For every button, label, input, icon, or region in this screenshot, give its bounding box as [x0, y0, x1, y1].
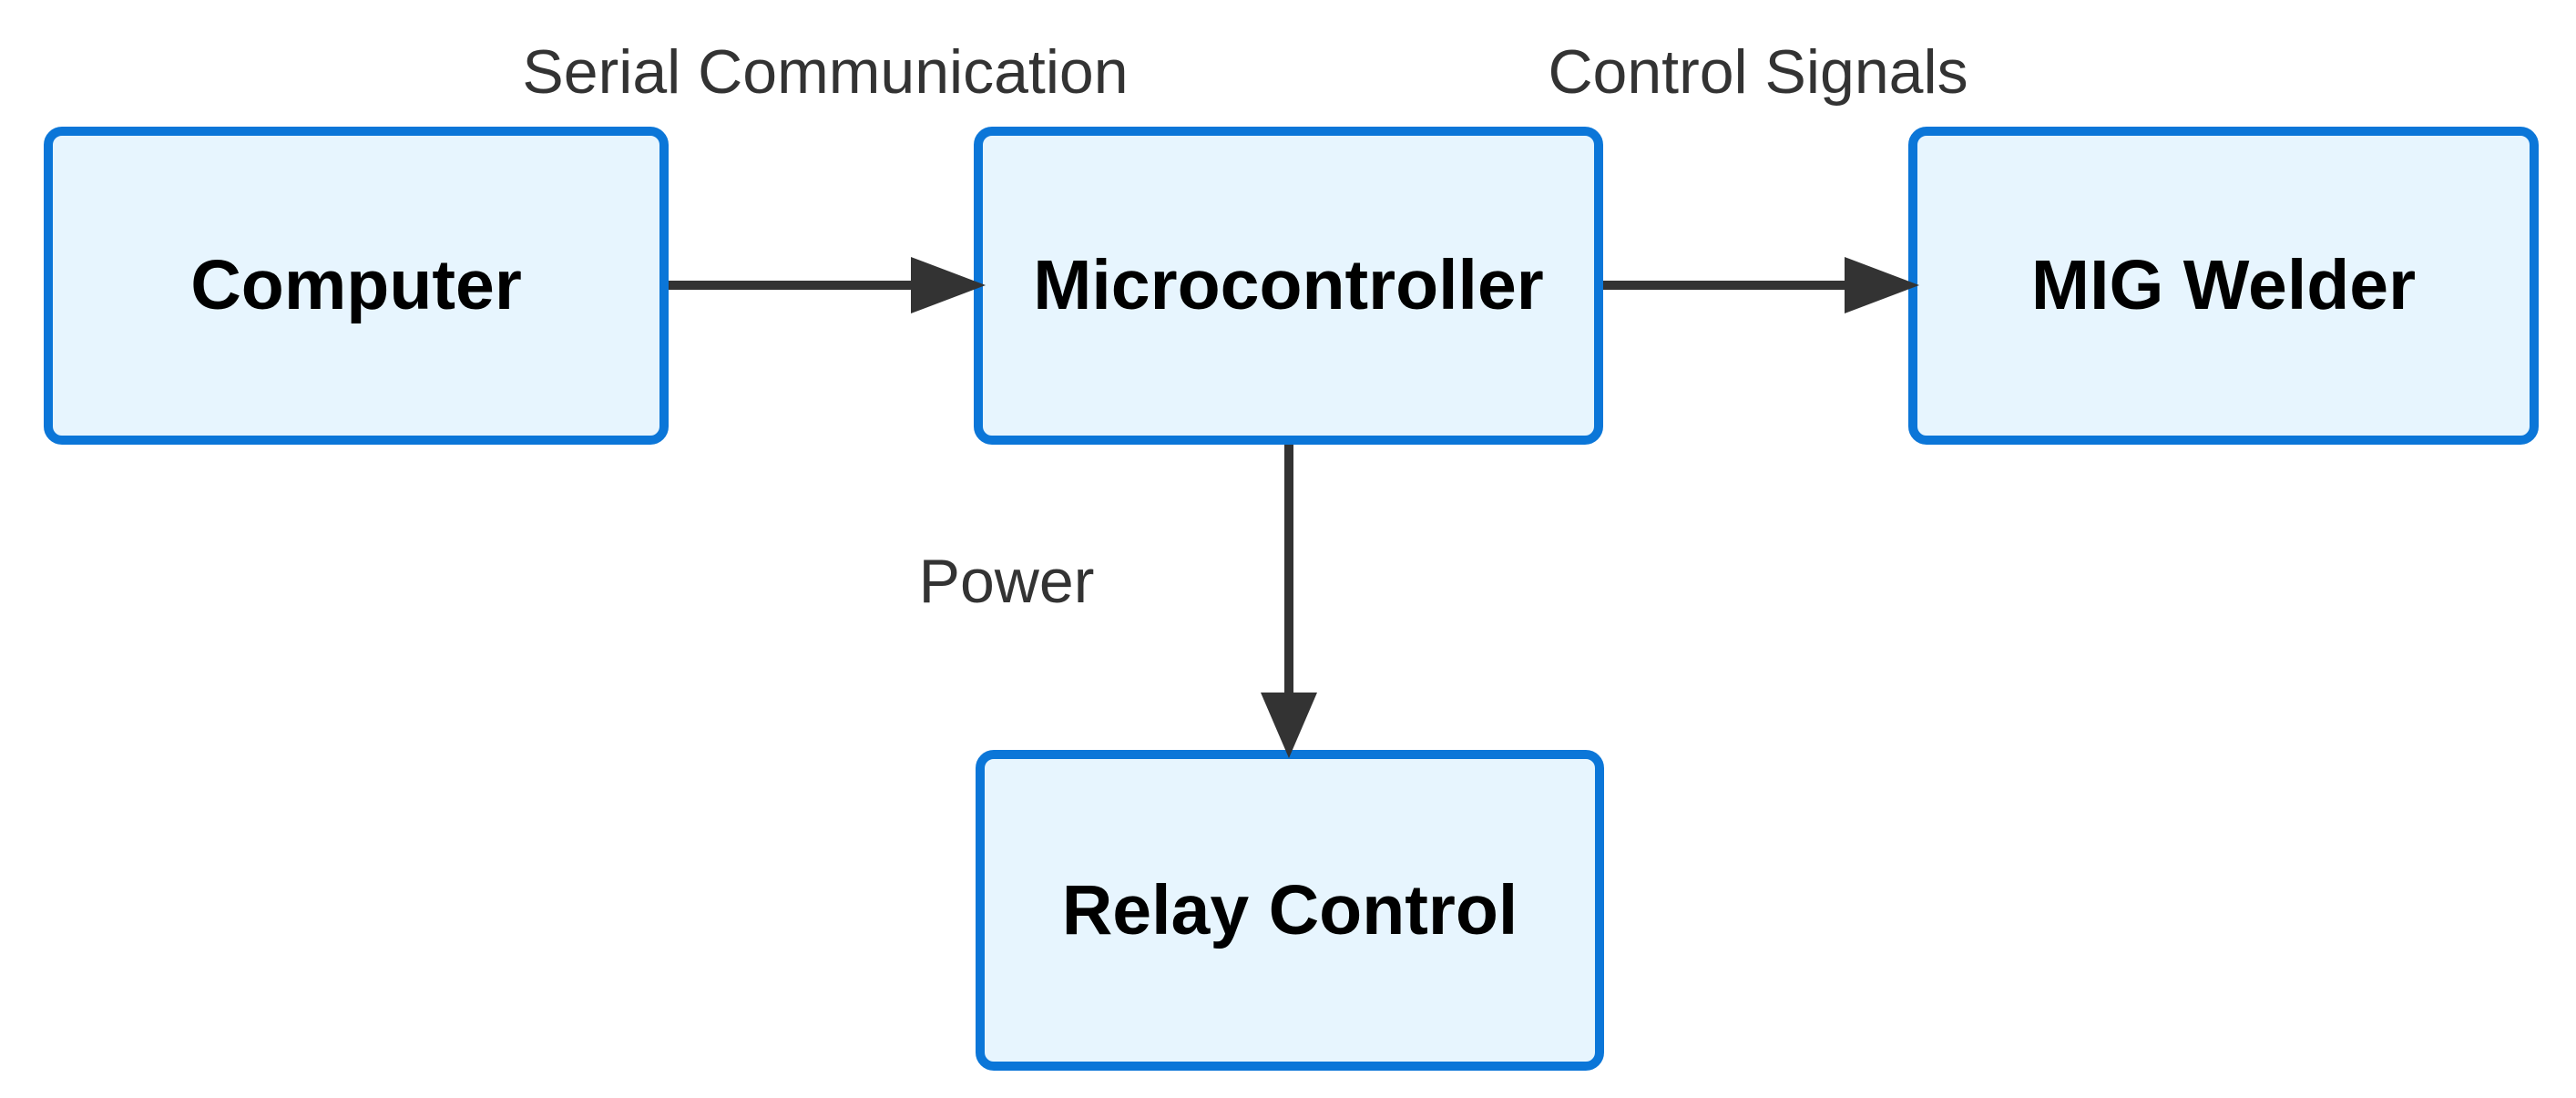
edge-label-power: Power [918, 547, 1095, 616]
arrowhead-right-icon [911, 257, 986, 313]
edge-power-line [1284, 445, 1293, 702]
node-computer: Computer [44, 127, 669, 445]
arrowhead-right-icon [1845, 257, 1919, 313]
arrowhead-down-icon [1261, 693, 1317, 758]
node-mig-welder: MIG Welder [1908, 127, 2539, 445]
edge-control-signals-line [1603, 281, 1854, 290]
node-microcontroller: Microcontroller [974, 127, 1603, 445]
node-relay-control: Relay Control [976, 750, 1604, 1071]
node-microcontroller-label: Microcontroller [1033, 246, 1544, 324]
edge-label-serial-communication: Serial Communication [522, 37, 1129, 107]
node-computer-label: Computer [190, 246, 522, 324]
node-relay-control-label: Relay Control [1061, 870, 1518, 949]
node-mig-welder-label: MIG Welder [2030, 246, 2417, 324]
edge-serial-communication-line [669, 281, 920, 290]
edge-label-control-signals: Control Signals [1548, 37, 1968, 107]
